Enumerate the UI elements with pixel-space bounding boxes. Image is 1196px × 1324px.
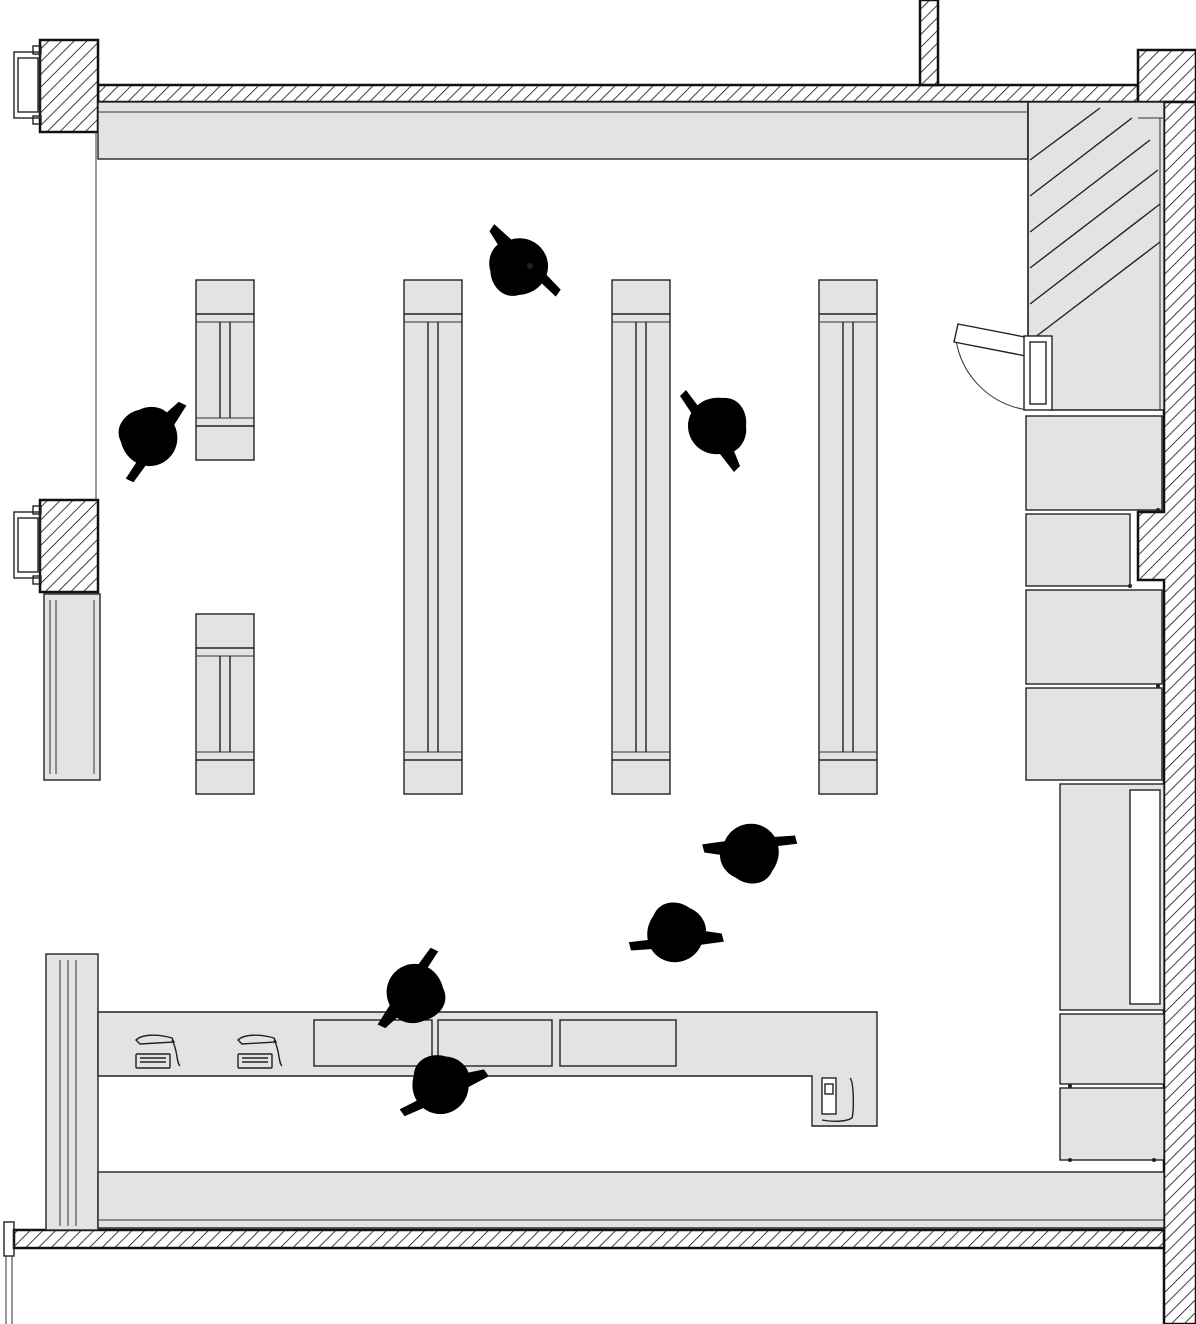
shelving-unit-small-bottom xyxy=(195,613,255,795)
card-terminal-icon xyxy=(821,1077,855,1123)
top-wall-shelf xyxy=(97,101,1029,160)
bottom-wall xyxy=(12,1228,1166,1250)
shelving-unit-small-top xyxy=(195,279,255,461)
person-icon xyxy=(696,797,801,896)
top-wall-stub xyxy=(918,0,940,87)
window-icon xyxy=(13,505,42,585)
bottom-wall-shelf xyxy=(97,1171,1165,1229)
window-icon xyxy=(3,1221,15,1324)
person-icon xyxy=(527,263,533,269)
right-display-cabinets xyxy=(1025,415,1165,1162)
shelving-unit-long-3 xyxy=(818,279,878,795)
left-pier-mid xyxy=(38,498,100,594)
left-entry-panel xyxy=(43,593,101,781)
door-swing-icon xyxy=(953,323,1053,411)
left-entry-panel xyxy=(45,953,99,1231)
left-pier-top xyxy=(38,38,100,134)
shelving-unit-long-1 xyxy=(403,279,463,795)
person-icon xyxy=(625,890,730,989)
walls xyxy=(12,0,1196,1324)
shelving-unit-long-2 xyxy=(611,279,671,795)
right-wall-upper xyxy=(1136,48,1196,104)
person-icon xyxy=(105,393,205,485)
top-wall xyxy=(96,83,1140,104)
person-icon xyxy=(482,214,562,308)
person-icon xyxy=(680,390,747,472)
window-icon xyxy=(13,45,42,125)
checkout-counter xyxy=(97,1011,878,1127)
